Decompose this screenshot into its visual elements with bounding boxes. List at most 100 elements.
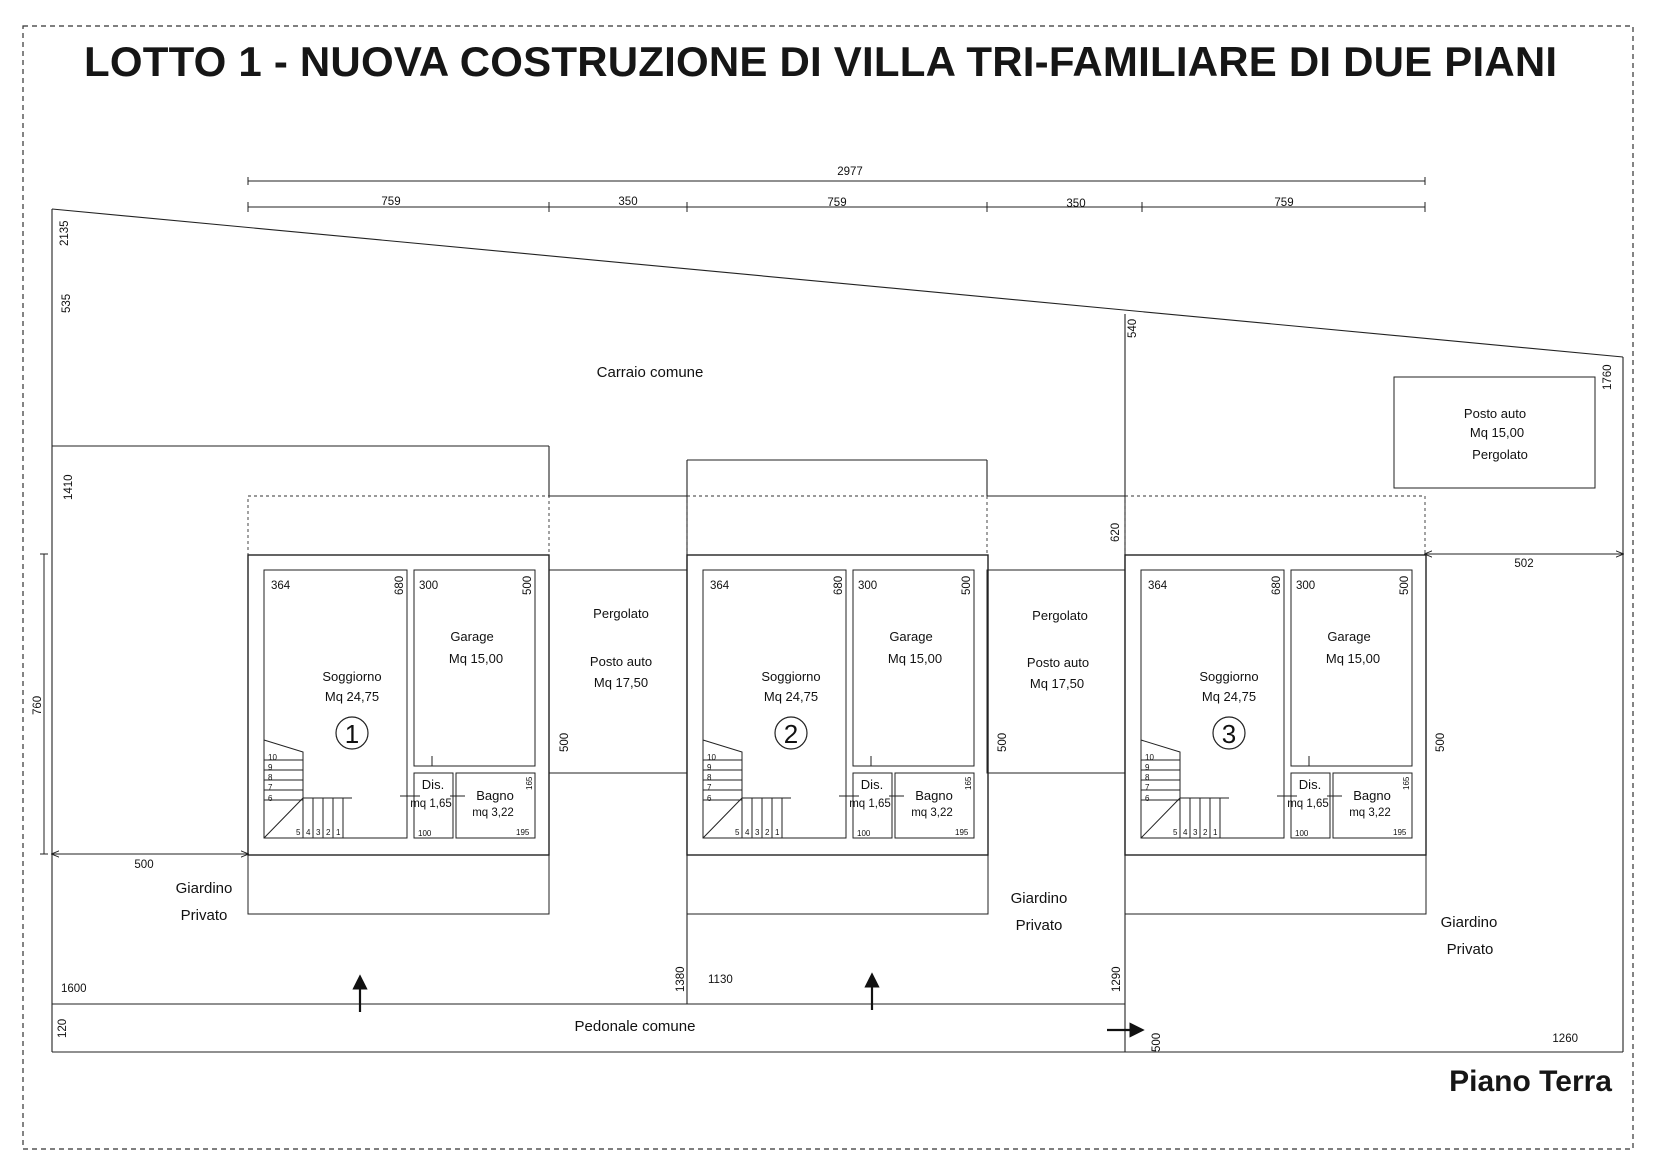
garage-name: Garage — [889, 629, 932, 644]
step-number: 9 — [707, 763, 712, 772]
dim-total: 2977 — [837, 166, 863, 178]
dim-left-top: 2135 — [59, 220, 71, 246]
garage-depth: 500 — [522, 576, 534, 595]
dim-segment-1: 759 — [381, 196, 400, 208]
bagno-depth: 165 — [964, 776, 973, 790]
step-number: 4 — [306, 828, 311, 837]
bagno-width: 195 — [516, 828, 530, 837]
posto-auto-pergolato-box — [1393, 376, 1596, 489]
dis-width: 100 — [418, 829, 432, 838]
unit-number: 3 — [1222, 719, 1236, 749]
garage-room — [1290, 569, 1413, 767]
top-dimension-chain — [247, 177, 1426, 212]
disimpegno-room — [1290, 772, 1331, 839]
garage-width: 300 — [419, 580, 438, 592]
garage-area: Mq 15,00 — [1326, 651, 1380, 666]
pergola-2-posto: Posto auto — [1027, 655, 1089, 670]
dis-name: Dis. — [1299, 777, 1321, 792]
garage-width: 300 — [1296, 580, 1315, 592]
garage-area: Mq 15,00 — [888, 651, 942, 666]
dim-divider-mid: 620 — [1110, 523, 1122, 542]
soggiorno-name: Soggiorno — [322, 669, 381, 684]
site-boundary — [51, 208, 1624, 1053]
step-number: 10 — [268, 753, 277, 762]
step-number: 6 — [707, 794, 712, 803]
soggiorno-area: Mq 24,75 — [1202, 689, 1256, 704]
dim-segment-4: 350 — [1066, 198, 1085, 210]
soggiorno-room — [702, 569, 847, 839]
dis-name: Dis. — [422, 777, 444, 792]
dim-left-upper: 535 — [61, 294, 73, 313]
soggiorno-area: Mq 24,75 — [325, 689, 379, 704]
soggiorno-depth: 680 — [394, 576, 406, 595]
step-number: 8 — [268, 773, 273, 782]
step-number: 7 — [1145, 783, 1150, 792]
dim-bottom-left: 1600 — [61, 983, 87, 995]
dis-width: 100 — [1295, 829, 1309, 838]
pergola-2-area: Mq 17,50 — [1030, 676, 1084, 691]
dim-segment-3: 759 — [827, 197, 846, 209]
dim-left-mid: 1410 — [63, 474, 75, 500]
posto-auto-label: Posto auto — [1464, 406, 1526, 421]
step-number: 1 — [775, 828, 780, 837]
step-number: 4 — [745, 828, 750, 837]
garden-strip — [247, 854, 550, 915]
side-depth-right: 500 — [1435, 733, 1447, 752]
giardino-3-line2: Privato — [1447, 941, 1494, 958]
dis-name: Dis. — [861, 777, 883, 792]
dim-mid-h: 1130 — [708, 974, 733, 986]
bagno-name: Bagno — [476, 788, 514, 803]
step-number: 2 — [326, 828, 331, 837]
unit-number: 2 — [784, 719, 798, 749]
step-number: 1 — [336, 828, 341, 837]
step-number: 5 — [296, 828, 301, 837]
giardino-3-line1: Giardino — [1441, 914, 1498, 931]
step-number: 8 — [1145, 773, 1150, 782]
garage-name: Garage — [1327, 629, 1370, 644]
dis-width: 100 — [857, 829, 871, 838]
dim-bottom-v: 500 — [1151, 1033, 1163, 1052]
step-number: 6 — [268, 794, 273, 803]
unit-number-circle — [774, 716, 808, 750]
step-number: 3 — [316, 828, 321, 837]
soggiorno-width: 364 — [1148, 580, 1168, 592]
sheet-border — [22, 25, 1634, 1150]
giardino-2-line1: Giardino — [1011, 890, 1068, 907]
pergola-2-depth: 500 — [997, 733, 1009, 752]
giardino-1-line1: Giardino — [176, 880, 233, 897]
canopy-zones — [247, 495, 1426, 556]
step-number: 9 — [268, 763, 273, 772]
pergola-1-title: Pergolato — [593, 606, 649, 621]
pedonale-comune-label: Pedonale comune — [575, 1018, 696, 1035]
giardino-1-line2: Privato — [181, 907, 228, 924]
step-number: 10 — [707, 753, 716, 762]
step-number: 10 — [1145, 753, 1154, 762]
dis-area: mq 1,65 — [849, 798, 891, 810]
dim-mid-v2: 1290 — [1111, 966, 1123, 992]
unit-number-circle — [335, 716, 369, 750]
soggiorno-width: 364 — [710, 580, 730, 592]
step-number: 5 — [1173, 828, 1178, 837]
bagno-depth: 165 — [1402, 776, 1411, 790]
dim-bottom-right: 1260 — [1552, 1033, 1578, 1045]
garage-room — [852, 569, 975, 767]
soggiorno-depth: 680 — [833, 576, 845, 595]
floor-label: Piano Terra — [1449, 1065, 1612, 1098]
dis-area: mq 1,65 — [1287, 798, 1329, 810]
disimpegno-room — [852, 772, 893, 839]
bagno-name: Bagno — [915, 788, 953, 803]
dim-bottom-strip: 120 — [57, 1019, 69, 1038]
pergola-1-depth: 500 — [559, 733, 571, 752]
step-number: 9 — [1145, 763, 1150, 772]
dis-area: mq 1,65 — [410, 798, 452, 810]
garage-room — [413, 569, 536, 767]
soggiorno-width: 364 — [271, 580, 291, 592]
dim-left-side: 500 — [134, 859, 153, 871]
step-number: 2 — [1203, 828, 1208, 837]
step-number: 1 — [1213, 828, 1218, 837]
